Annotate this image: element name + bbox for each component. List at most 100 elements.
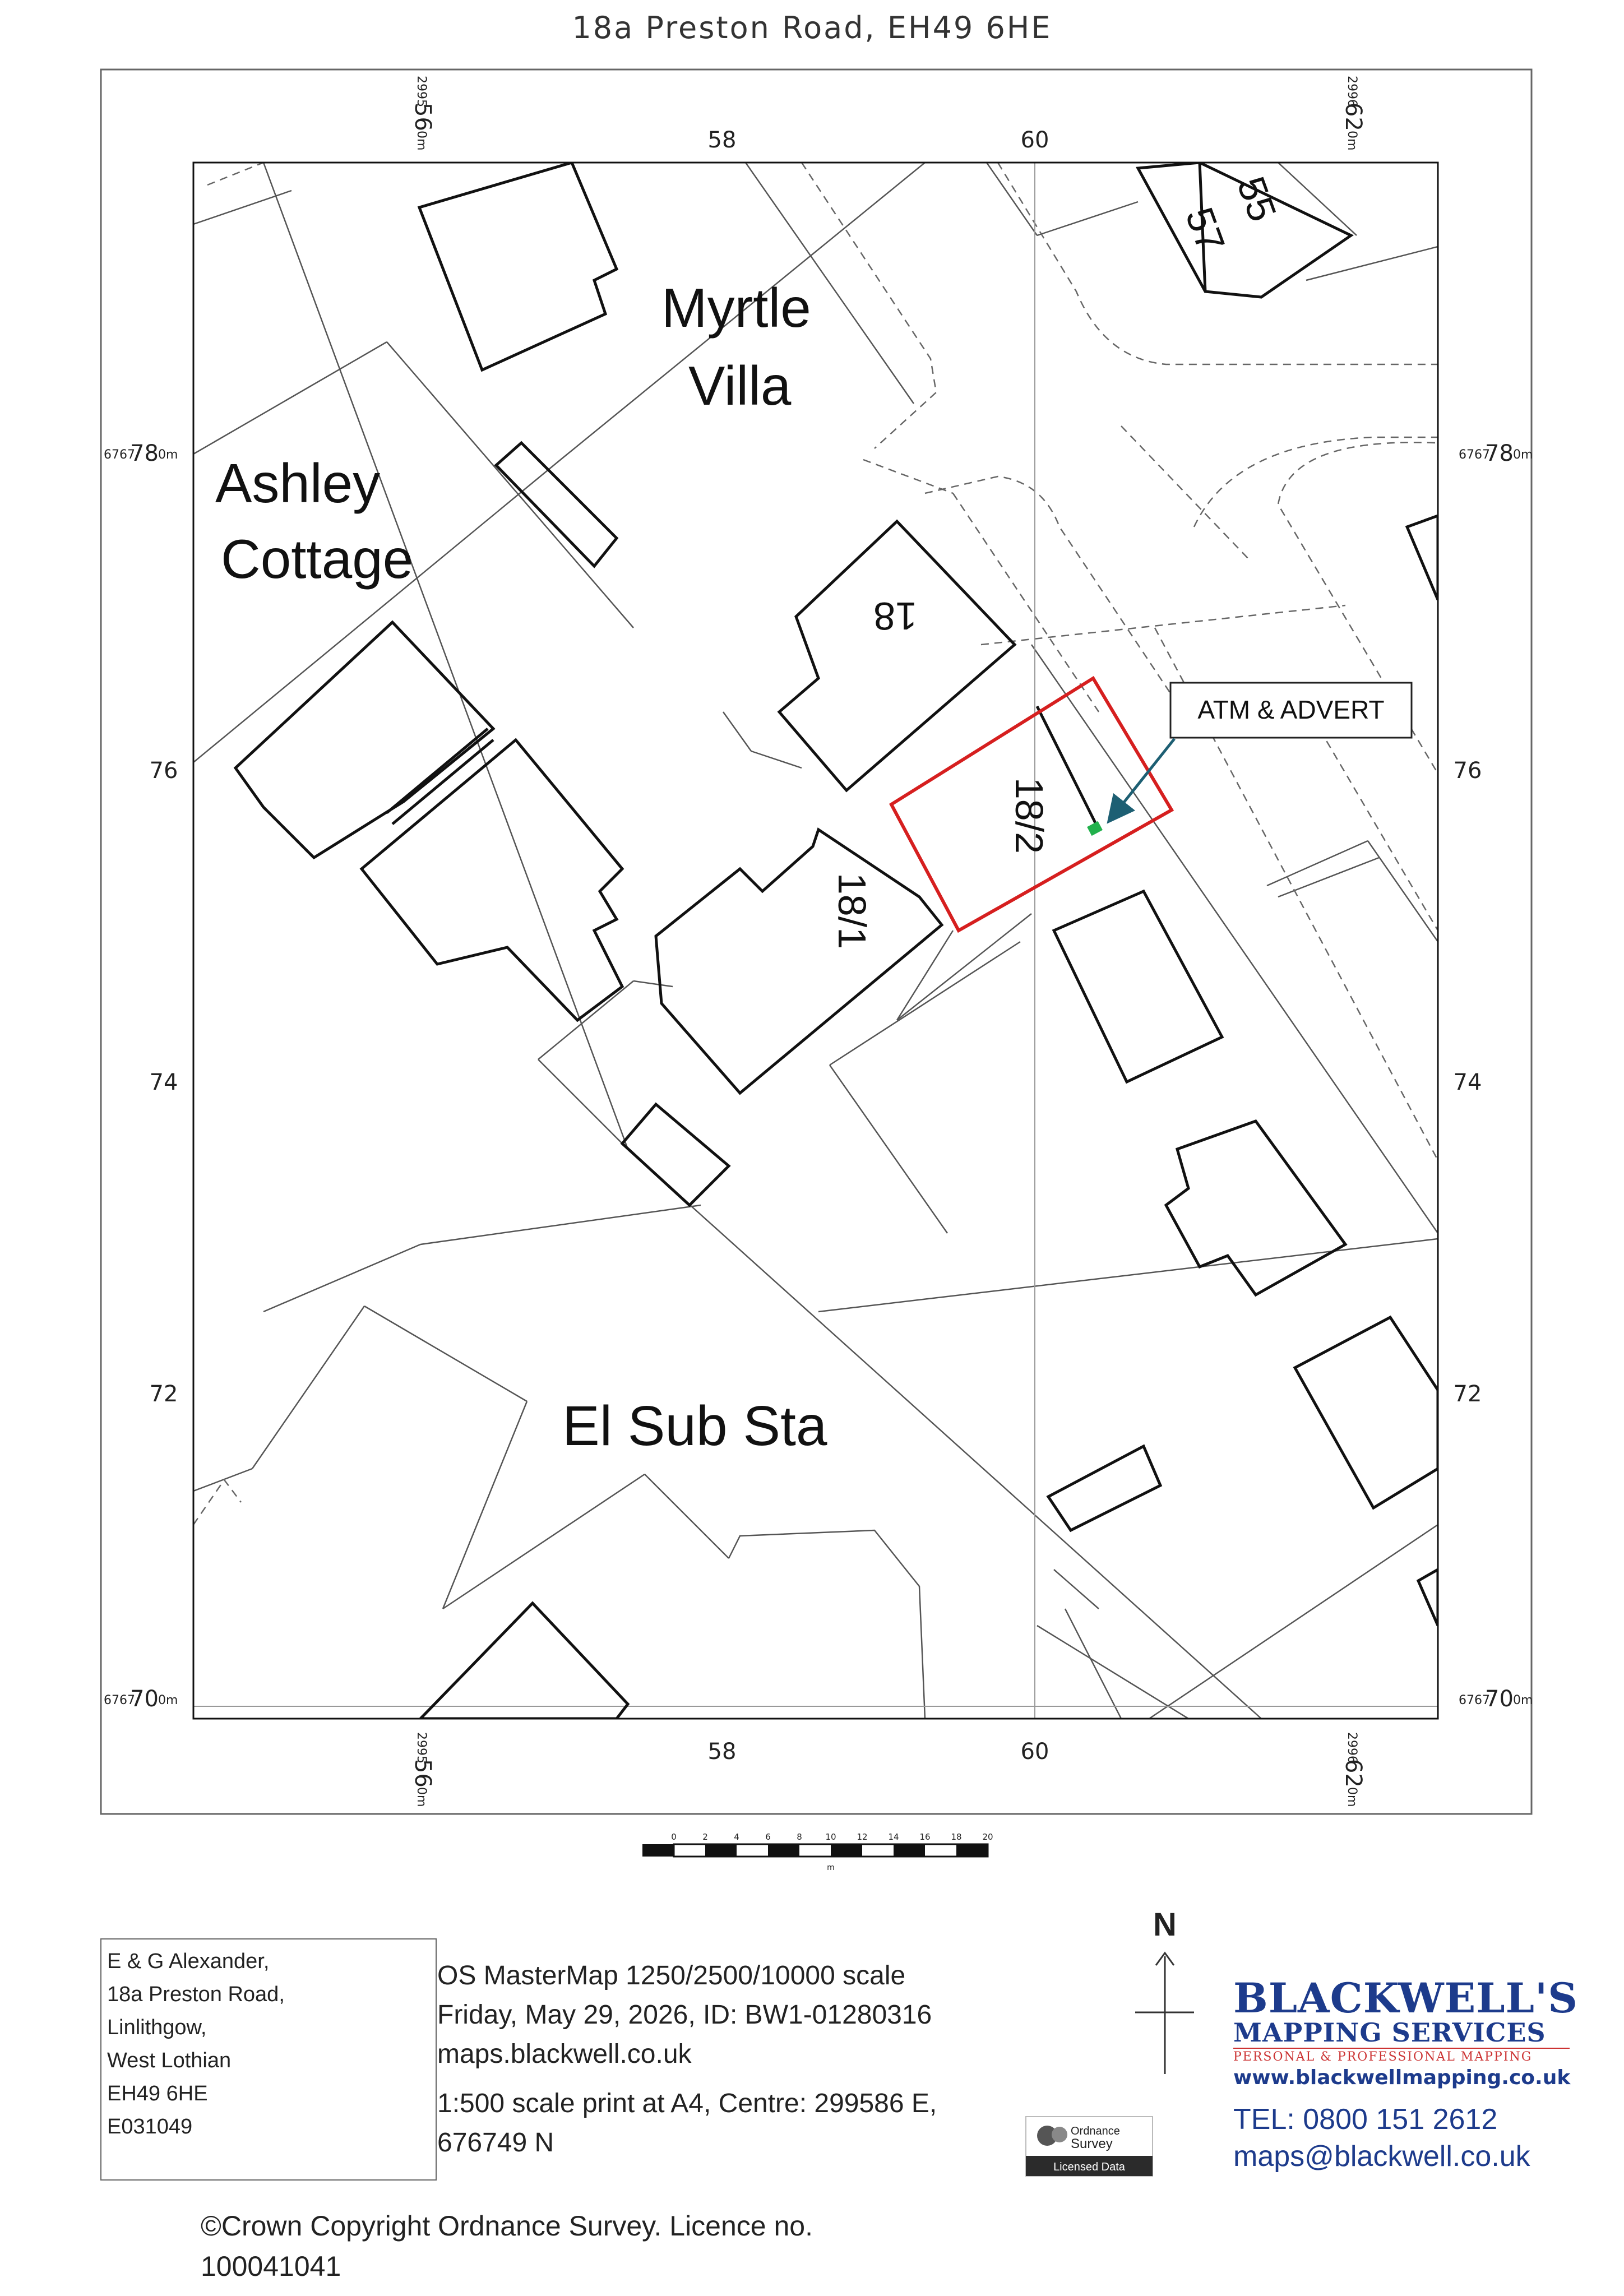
svg-text:2995: 2995 — [414, 1732, 428, 1763]
scale-tick-label: 14 — [888, 1832, 899, 1842]
building-east-edge — [1405, 514, 1438, 600]
map-frame — [192, 161, 1439, 1720]
grid-left-74: 74 — [150, 1070, 178, 1095]
building-ashley-cottage — [233, 620, 496, 860]
address-line: E & G Alexander, — [107, 1950, 270, 1973]
site-outline[interactable] — [889, 675, 1174, 933]
svg-text:6767: 6767 — [104, 448, 135, 462]
brand-tel[interactable]: TEL: 0800 151 2612 — [1233, 2103, 1498, 2136]
address-line: EH49 6HE — [107, 2082, 208, 2105]
brand-web[interactable]: www.blackwellmapping.co.uk — [1233, 2066, 1571, 2089]
label-cottage: Cottage — [221, 528, 413, 590]
building-55-57 — [1135, 163, 1354, 299]
scale-tick-label: 18 — [951, 1832, 961, 1842]
svg-text:6767: 6767 — [1459, 1693, 1490, 1707]
scale-tick-label: 20 — [982, 1832, 993, 1842]
meta-line: 1:500 scale print at A4, Centre: 299586 … — [437, 2089, 937, 2118]
brand-email[interactable]: maps@blackwell.co.uk — [1233, 2140, 1530, 2173]
svg-text:0m: 0m — [158, 448, 178, 462]
svg-text:78: 78 — [130, 441, 159, 466]
copyright-line: 100041041 — [201, 2251, 341, 2282]
label-18-1: 18/1 — [830, 873, 874, 949]
svg-text:Licensed Data: Licensed Data — [1053, 2161, 1126, 2173]
grid-top-60: 60 — [1021, 127, 1049, 153]
svg-text:6767: 6767 — [1459, 448, 1490, 462]
building-se-2 — [1164, 1119, 1348, 1297]
scale-unit: m — [827, 1863, 835, 1872]
scale-tick-label: 10 — [825, 1832, 836, 1842]
svg-text:0m: 0m — [414, 131, 428, 150]
northing-top-right: 6767 78 0m — [1459, 441, 1533, 466]
atm-marker[interactable] — [1087, 821, 1103, 836]
svg-text:62: 62 — [1340, 103, 1366, 131]
svg-text:Survey: Survey — [1071, 2136, 1113, 2151]
brand-name: BLACKWELL'S — [1233, 1974, 1578, 2022]
scale-tick-label: 8 — [797, 1832, 802, 1842]
north-arrow — [1135, 1951, 1194, 2074]
building-bottom — [418, 1601, 630, 1719]
easting-top-right: 2996 62 0m — [1340, 76, 1366, 150]
svg-text:0m: 0m — [1345, 131, 1359, 150]
brand-logo: BLACKWELL'S MAPPING SERVICES PERSONAL & … — [1233, 1974, 1578, 2089]
copyright-line: ©Crown Copyright Ordnance Survey. Licenc… — [201, 2210, 813, 2242]
north-label: N — [1153, 1906, 1177, 1943]
grid-right-74: 74 — [1454, 1070, 1482, 1095]
northing-bottom-left: 6767 70 0m — [104, 1686, 178, 1712]
building-se-1 — [1052, 889, 1224, 1084]
grid-left-76: 76 — [150, 758, 178, 784]
building-myrtle-villa — [417, 163, 619, 372]
svg-text:0m: 0m — [158, 1693, 178, 1707]
address-line: West Lothian — [107, 2049, 232, 2072]
label-myrtle: Myrtle — [661, 277, 811, 339]
building-east-edge-2 — [1416, 1568, 1438, 1627]
callout-box — [1169, 682, 1413, 739]
northing-top-left: 6767 78 0m — [104, 441, 178, 466]
label-57: 57 — [1177, 202, 1233, 258]
grid-top-58: 58 — [708, 127, 737, 153]
meta-line: OS MasterMap 1250/2500/10000 scale — [437, 1961, 906, 1991]
address-line: E031049 — [107, 2115, 193, 2138]
building-myrtle-shed — [494, 441, 619, 568]
scale-bar: 0 2 4 6 8 10 12 14 16 18 20 m — [642, 1832, 993, 1872]
scale-tick-label: 0 — [671, 1832, 677, 1842]
svg-text:6767: 6767 — [104, 1693, 135, 1707]
scale-tick-label: 6 — [765, 1832, 771, 1842]
svg-text:Ordnance: Ordnance — [1071, 2125, 1120, 2137]
building-substation — [620, 1102, 731, 1207]
easting-bottom-left: 2995 56 0m — [410, 1732, 436, 1807]
grid-right-72: 72 — [1454, 1381, 1482, 1407]
copyright: ©Crown Copyright Ordnance Survey. Licenc… — [201, 2206, 929, 2286]
svg-text:56: 56 — [410, 103, 436, 131]
os-licensed-badge: Ordnance Survey Licensed Data — [1025, 2116, 1153, 2177]
outer-frame — [100, 68, 1533, 1815]
meta-link[interactable]: maps.blackwell.co.uk — [437, 2039, 692, 2069]
scale-tick-label: 16 — [919, 1832, 930, 1842]
scale-tick-label: 12 — [857, 1832, 867, 1842]
brand-contact: TEL: 0800 151 2612 maps@blackwell.co.uk — [1233, 2101, 1530, 2175]
svg-text:0m: 0m — [1345, 1787, 1359, 1807]
road-edges — [193, 163, 1438, 1525]
svg-text:0m: 0m — [414, 1787, 428, 1807]
buildings — [233, 163, 1438, 1719]
svg-text:2996: 2996 — [1345, 1732, 1359, 1763]
svg-text:2996: 2996 — [1345, 76, 1359, 107]
building-small — [1046, 1444, 1163, 1533]
svg-text:2995: 2995 — [414, 76, 428, 107]
grid-right-76: 76 — [1454, 758, 1482, 784]
grid-bottom-58: 58 — [708, 1739, 737, 1765]
address-line: 18a Preston Road, — [107, 1983, 285, 2006]
northing-bottom-right: 6767 70 0m — [1459, 1686, 1533, 1712]
svg-text:70: 70 — [130, 1686, 159, 1712]
scale-tick-label: 4 — [734, 1832, 739, 1842]
address-box: E & G Alexander, 18a Preston Road, Linli… — [100, 1938, 437, 2181]
grid-bottom-60: 60 — [1021, 1739, 1049, 1765]
svg-text:70: 70 — [1485, 1686, 1514, 1712]
svg-text:62: 62 — [1340, 1759, 1366, 1788]
callout-label: ATM & ADVERT — [1197, 695, 1384, 724]
label-ashley: Ashley — [215, 452, 380, 514]
building-18-1 — [654, 827, 944, 1095]
map-metadata: OS MasterMap 1250/2500/10000 scale Frida… — [437, 1956, 987, 2163]
page-title: 18a Preston Road, EH49 6HE — [572, 10, 1052, 45]
scale-tick-label: 2 — [702, 1832, 708, 1842]
